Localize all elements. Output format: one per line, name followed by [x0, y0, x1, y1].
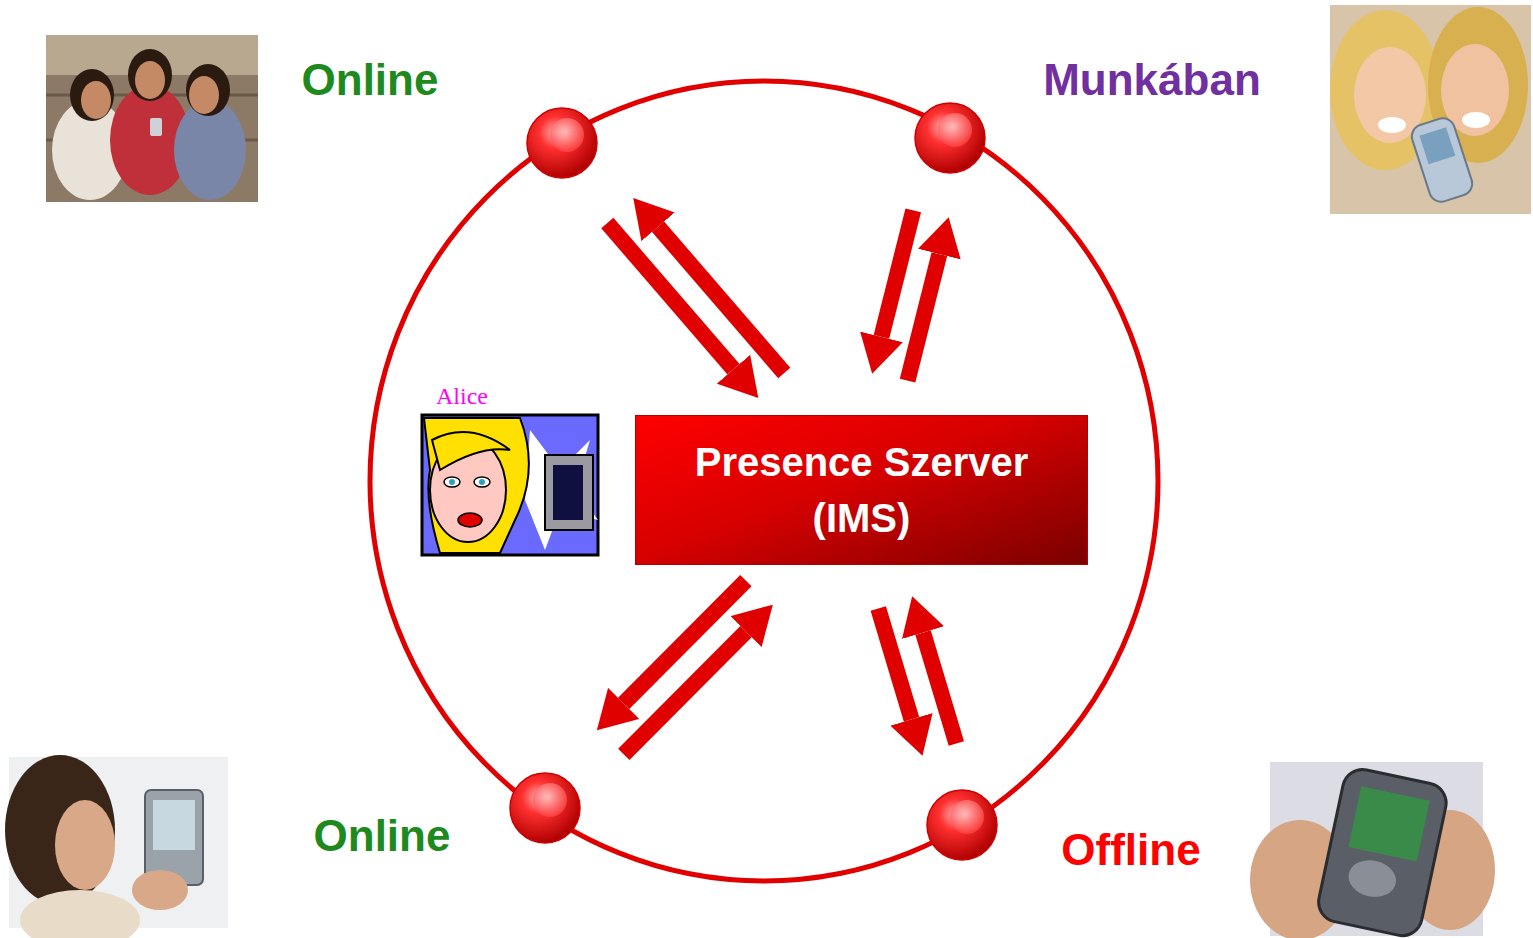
photo-friends-part — [128, 49, 172, 101]
message-arrow — [923, 633, 956, 744]
alice-illustration-part — [444, 477, 460, 487]
ball-body — [527, 108, 597, 178]
photo-friends-part — [81, 81, 111, 119]
photo-friends-part — [150, 118, 162, 136]
status-node: Online — [507, 770, 583, 846]
ring-outline — [370, 81, 1158, 881]
photo-pda-user-part — [20, 890, 140, 938]
ball-body — [510, 773, 580, 843]
server-label: Presence Szerver (IMS) — [662, 434, 1062, 546]
photo-phone-hands — [1250, 762, 1495, 938]
status-node: Munkában — [912, 100, 988, 176]
status-label: Munkában — [1043, 56, 1261, 104]
alice-illustration-part — [432, 432, 510, 470]
ball-symbol — [912, 100, 988, 176]
ball-highlight — [938, 113, 972, 147]
ball-symbol — [524, 105, 600, 181]
message-arrow — [658, 227, 784, 373]
photo-pda-user — [5, 755, 228, 938]
photo-two-women — [1330, 5, 1531, 214]
photo-pda-user-part — [153, 800, 195, 850]
photo-phone-hands-part — [1348, 786, 1429, 861]
message-arrow — [624, 581, 746, 704]
photo-pda-user-part — [132, 870, 188, 910]
photo-two-women-part — [1330, 5, 1531, 214]
photo-phone-hands-part — [1315, 766, 1450, 938]
status-label: Online — [314, 812, 451, 860]
alice-illustration-part — [424, 418, 529, 553]
photo-friends-part — [135, 61, 165, 99]
alice-illustration-part — [479, 479, 485, 485]
photo-pda-user-part — [5, 755, 115, 905]
ball-highlight — [550, 118, 584, 152]
message-arrow — [908, 254, 940, 381]
alice-illustration-part — [525, 430, 598, 550]
ball-body — [915, 103, 985, 173]
status-node: Online — [524, 105, 600, 181]
alice-illustration-part — [474, 477, 490, 487]
alice-illustration-part — [422, 415, 598, 555]
photo-friends — [46, 35, 258, 202]
photo-two-women-part — [1378, 117, 1406, 133]
photo-two-women-part — [1409, 115, 1476, 205]
server-box: Presence Szerver (IMS) — [635, 415, 1088, 565]
alice-illustration-part — [449, 479, 455, 485]
photo-pda-user-part — [55, 800, 115, 890]
alice-illustration-part — [458, 513, 482, 527]
alice-illustration — [422, 415, 598, 555]
status-label: Offline — [1061, 826, 1200, 874]
ball-body — [927, 790, 997, 860]
photo-friends-part — [46, 35, 258, 202]
message-arrow — [878, 608, 911, 719]
photo-friends-part — [189, 76, 219, 114]
ball-highlight — [950, 800, 984, 834]
photo-phone-hands-part — [1345, 856, 1399, 901]
ball-highlight — [533, 783, 567, 817]
person-name: Alice — [436, 383, 488, 410]
status-node: Offline — [924, 787, 1000, 863]
photo-two-women-part — [1462, 112, 1490, 128]
photo-two-women-part — [1419, 127, 1455, 164]
photo-friends-part — [186, 64, 230, 116]
status-label: Online — [302, 56, 439, 104]
alice-illustration-part — [553, 465, 583, 520]
message-arrow — [881, 210, 913, 337]
ball-symbol — [924, 787, 1000, 863]
ball-symbol — [507, 770, 583, 846]
photo-friends-part — [70, 69, 114, 121]
alice-illustration-part — [545, 455, 593, 530]
